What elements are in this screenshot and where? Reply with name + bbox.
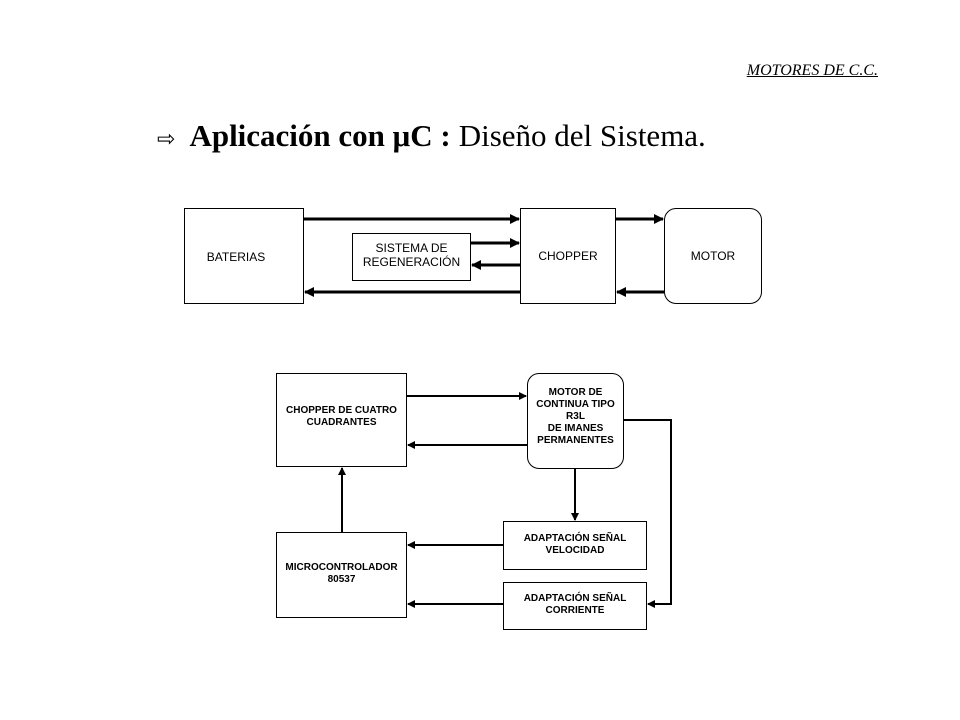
microcontrolador-box xyxy=(276,532,407,618)
chopper-cuatro-box xyxy=(276,373,407,467)
motor-cc-label: MOTOR DE CONTINUA TIPO R3L DE IMANES PER… xyxy=(536,387,615,446)
chopper-cuatro-label: CHOPPER DE CUATRO CUADRANTES xyxy=(286,405,397,428)
motor-cc-box xyxy=(527,373,624,469)
arrow-motor-adaptcorr xyxy=(624,419,672,608)
regeneracion-box xyxy=(352,233,471,281)
adapt-corriente-box xyxy=(503,582,647,630)
chopper-label: CHOPPER xyxy=(538,249,598,263)
baterias-box xyxy=(184,208,304,304)
title-bold: Aplicación con μC : xyxy=(189,118,451,153)
slide-title: ⇨ Aplicación con μC :Diseño del Sistema. xyxy=(157,118,706,154)
title-normal: Diseño del Sistema. xyxy=(458,118,706,153)
chopper-box xyxy=(520,208,616,304)
adapt-velocidad-box xyxy=(503,521,647,570)
adapt-corriente-label: ADAPTACIÓN SEÑAL CORRIENTE xyxy=(523,593,627,616)
section-header: MOTORES DE C.C. xyxy=(746,62,878,79)
right-arrow-icon: ⇨ xyxy=(157,125,176,151)
microcontrolador-label: MICROCONTROLADOR 80537 xyxy=(285,562,398,585)
baterias-label: BATERIAS xyxy=(206,250,266,264)
motor-label: MOTOR xyxy=(690,249,736,263)
regeneracion-label: SISTEMA DE REGENERACIÓN xyxy=(362,241,461,269)
motor-box xyxy=(664,208,762,304)
adapt-velocidad-label: ADAPTACIÓN SEÑAL VELOCIDAD xyxy=(523,533,627,556)
